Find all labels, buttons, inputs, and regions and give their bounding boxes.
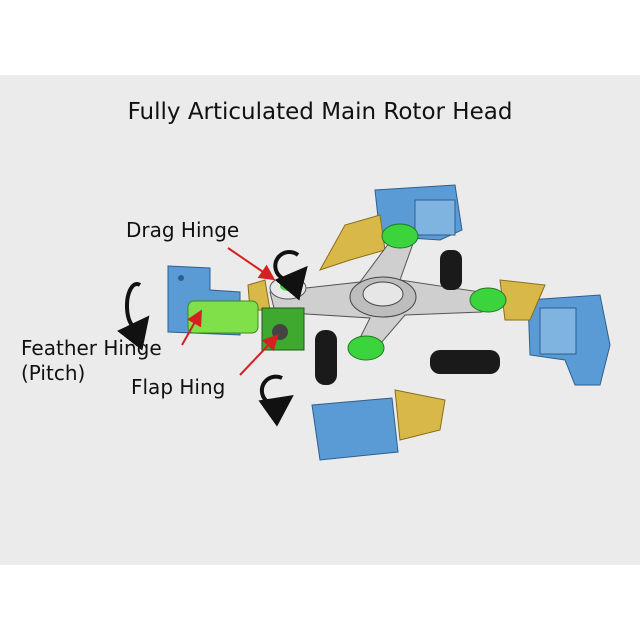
flap-rotation-arrow-icon [258, 374, 294, 427]
drag-hinge-pointer [227, 247, 276, 281]
label-drag-hinge: Drag Hinge [126, 218, 240, 242]
label-feather-hinge-pitch: (Pitch) [21, 361, 86, 385]
flap-hinge-pointer [239, 334, 279, 376]
label-feather-hinge: Feather Hinge [21, 336, 162, 360]
feather-rotation-arrow-icon [117, 282, 150, 351]
blade-grip-right [527, 294, 611, 386]
drag-rotation-arrow-icon [273, 249, 308, 301]
label-flap-hinge: Flap Hing [131, 375, 226, 399]
blade-grip-bottom [311, 397, 399, 461]
damper [430, 350, 500, 374]
damper [440, 250, 462, 290]
feather-hinge-pointer [181, 309, 202, 346]
bracket-bottom [394, 389, 446, 441]
diagram-title: Fully Articulated Main Rotor Head [127, 99, 513, 125]
damper [315, 330, 337, 385]
